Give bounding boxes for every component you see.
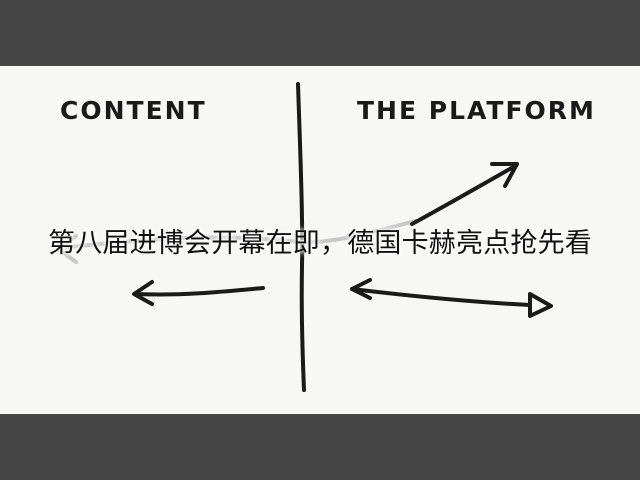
double-arrow-left-head [350, 278, 372, 300]
diagram-canvas: CONTENT THE PLATFORM 第八届进博会开幕在即，德国卡赫亮点抢先… [0, 66, 640, 414]
bottom-letterbox-bar [0, 414, 640, 480]
vertical-divider-line [296, 82, 306, 392]
faded-arrow-head [56, 234, 78, 264]
arrow-left-line [134, 286, 265, 297]
content-label: CONTENT [60, 96, 207, 125]
platform-label: THE PLATFORM [357, 96, 596, 125]
arrow-up-right-head [490, 162, 519, 188]
faded-arrow-line [60, 219, 417, 250]
arrow-up-right-line [410, 164, 517, 226]
arrow-left-head [132, 280, 154, 306]
double-arrow-line [350, 287, 532, 307]
sketch-diagram [56, 82, 553, 392]
overlay-caption: 第八届进博会开幕在即，德国卡赫亮点抢先看 [48, 228, 592, 259]
double-arrow-right-head [528, 292, 553, 318]
top-letterbox-bar [0, 0, 640, 66]
